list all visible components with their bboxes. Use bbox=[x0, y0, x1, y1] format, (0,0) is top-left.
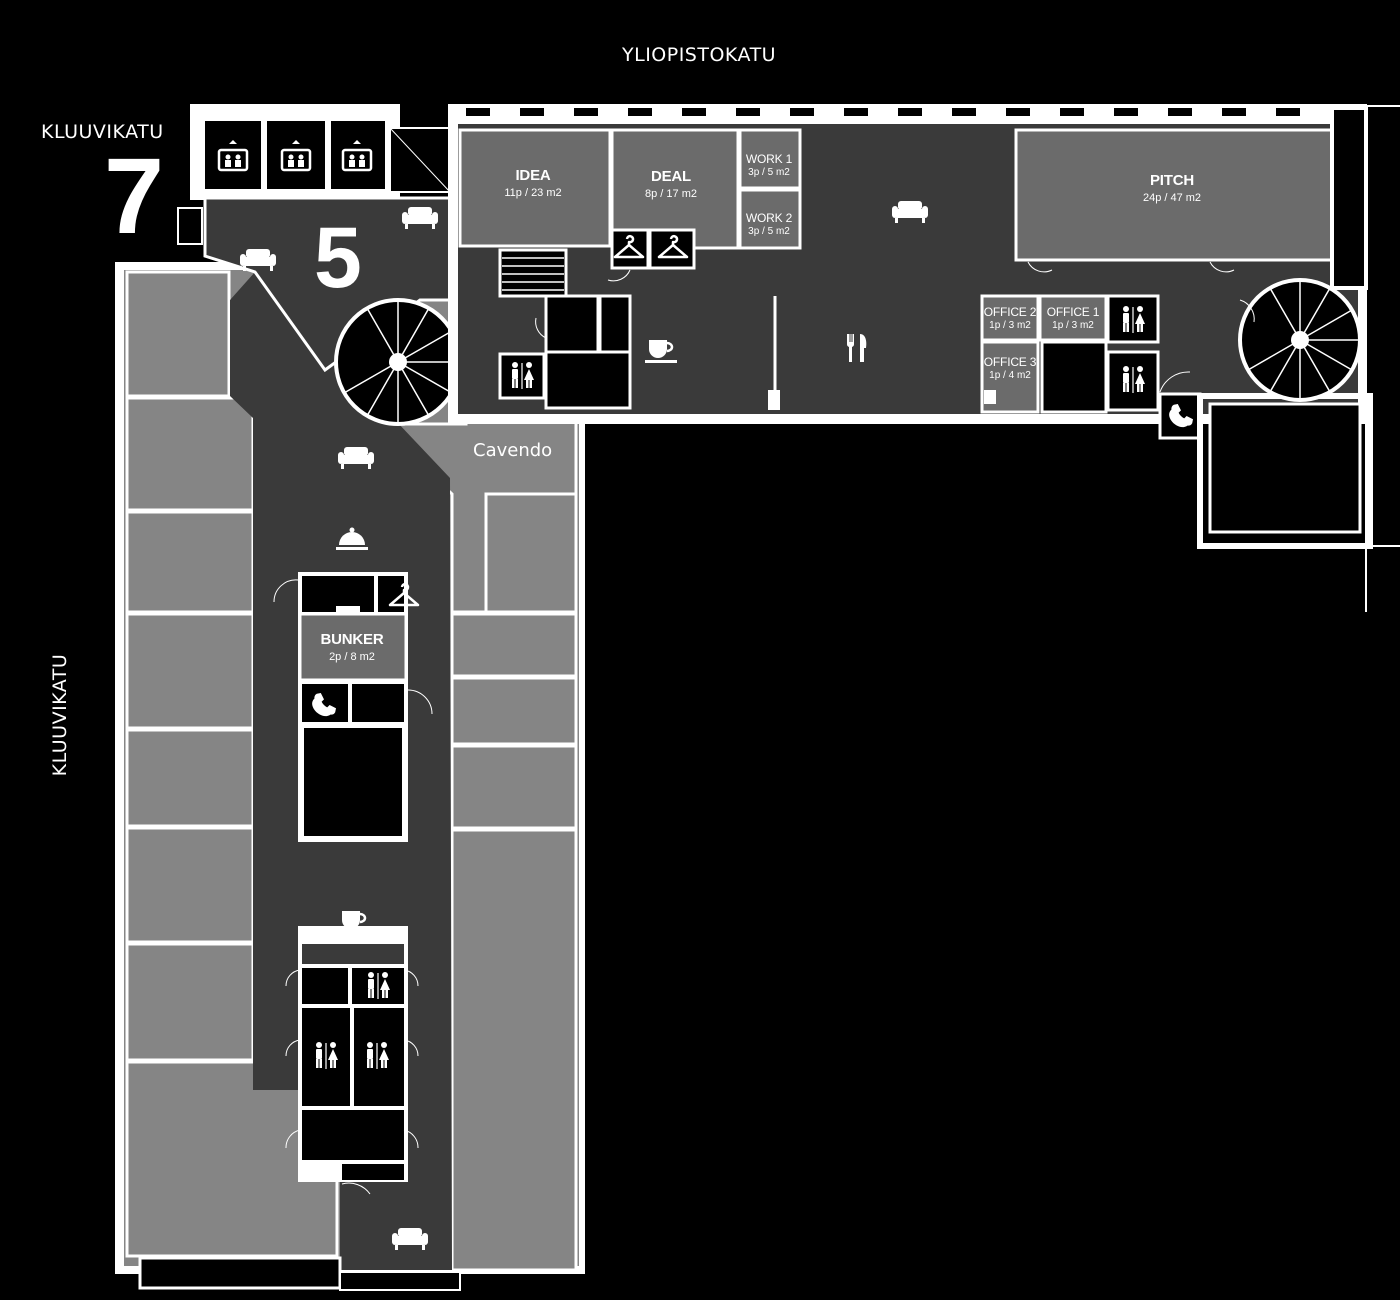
room-bunker[interactable]: BUNKER 2p / 8 m2 bbox=[300, 631, 404, 663]
spiral-staircase-icon bbox=[334, 298, 462, 426]
room-name: OFFICE 1 bbox=[1046, 305, 1100, 319]
top-wing bbox=[448, 104, 1400, 612]
room-capacity: 2p / 8 m2 bbox=[329, 651, 375, 663]
spiral-staircase-icon bbox=[1238, 278, 1362, 402]
room-name: OFFICE 2 bbox=[983, 305, 1037, 319]
room-office-3[interactable]: OFFICE 3 1p / 4 m2 bbox=[982, 355, 1038, 381]
street-label-kluuvikatu-corner: KLUUVIKATU bbox=[41, 121, 164, 143]
room-pitch[interactable]: PITCH 24p / 47 m2 bbox=[1100, 172, 1244, 204]
room-capacity: 1p / 4 m2 bbox=[989, 370, 1031, 381]
room-office-2[interactable]: OFFICE 2 1p / 3 m2 bbox=[982, 305, 1038, 331]
room-name: WORK 2 bbox=[745, 211, 793, 225]
room-capacity: 1p / 3 m2 bbox=[1052, 320, 1094, 331]
room-name: OFFICE 3 bbox=[983, 355, 1037, 369]
lower-service-block bbox=[298, 926, 408, 1182]
street-label-kluuvikatu-side: KLUUVIKATU bbox=[49, 653, 71, 777]
tenant-label-cavendo: Cavendo bbox=[473, 440, 553, 461]
room-capacity: 1p / 3 m2 bbox=[989, 320, 1031, 331]
building-number-5: 5 bbox=[314, 210, 362, 306]
lobby-area bbox=[177, 104, 457, 373]
room-capacity: 24p / 47 m2 bbox=[1142, 192, 1202, 204]
room-capacity: 8p / 17 m2 bbox=[645, 188, 697, 200]
room-capacity: 3p / 5 m2 bbox=[748, 226, 790, 237]
room-name: BUNKER bbox=[320, 631, 384, 648]
room-capacity: 3p / 5 m2 bbox=[748, 167, 790, 178]
door-swings bbox=[273, 261, 1255, 1195]
room-work-2[interactable]: WORK 2 3p / 5 m2 bbox=[740, 211, 798, 237]
room-name: WORK 1 bbox=[745, 152, 793, 166]
room-name: PITCH bbox=[1149, 172, 1194, 189]
room-office-1[interactable]: OFFICE 1 1p / 3 m2 bbox=[1040, 305, 1106, 331]
room-name: IDEA bbox=[515, 167, 551, 184]
room-idea[interactable]: IDEA 11p / 23 m2 bbox=[470, 167, 596, 199]
room-name: DEAL bbox=[650, 168, 692, 185]
street-label-yliopistokatu: YLIOPISTOKATU bbox=[622, 44, 777, 66]
building-number-7: 7 bbox=[104, 135, 165, 256]
room-deal[interactable]: DEAL 8p / 17 m2 bbox=[612, 168, 730, 200]
room-capacity: 11p / 23 m2 bbox=[504, 187, 562, 199]
room-work-1[interactable]: WORK 1 3p / 5 m2 bbox=[740, 152, 798, 178]
